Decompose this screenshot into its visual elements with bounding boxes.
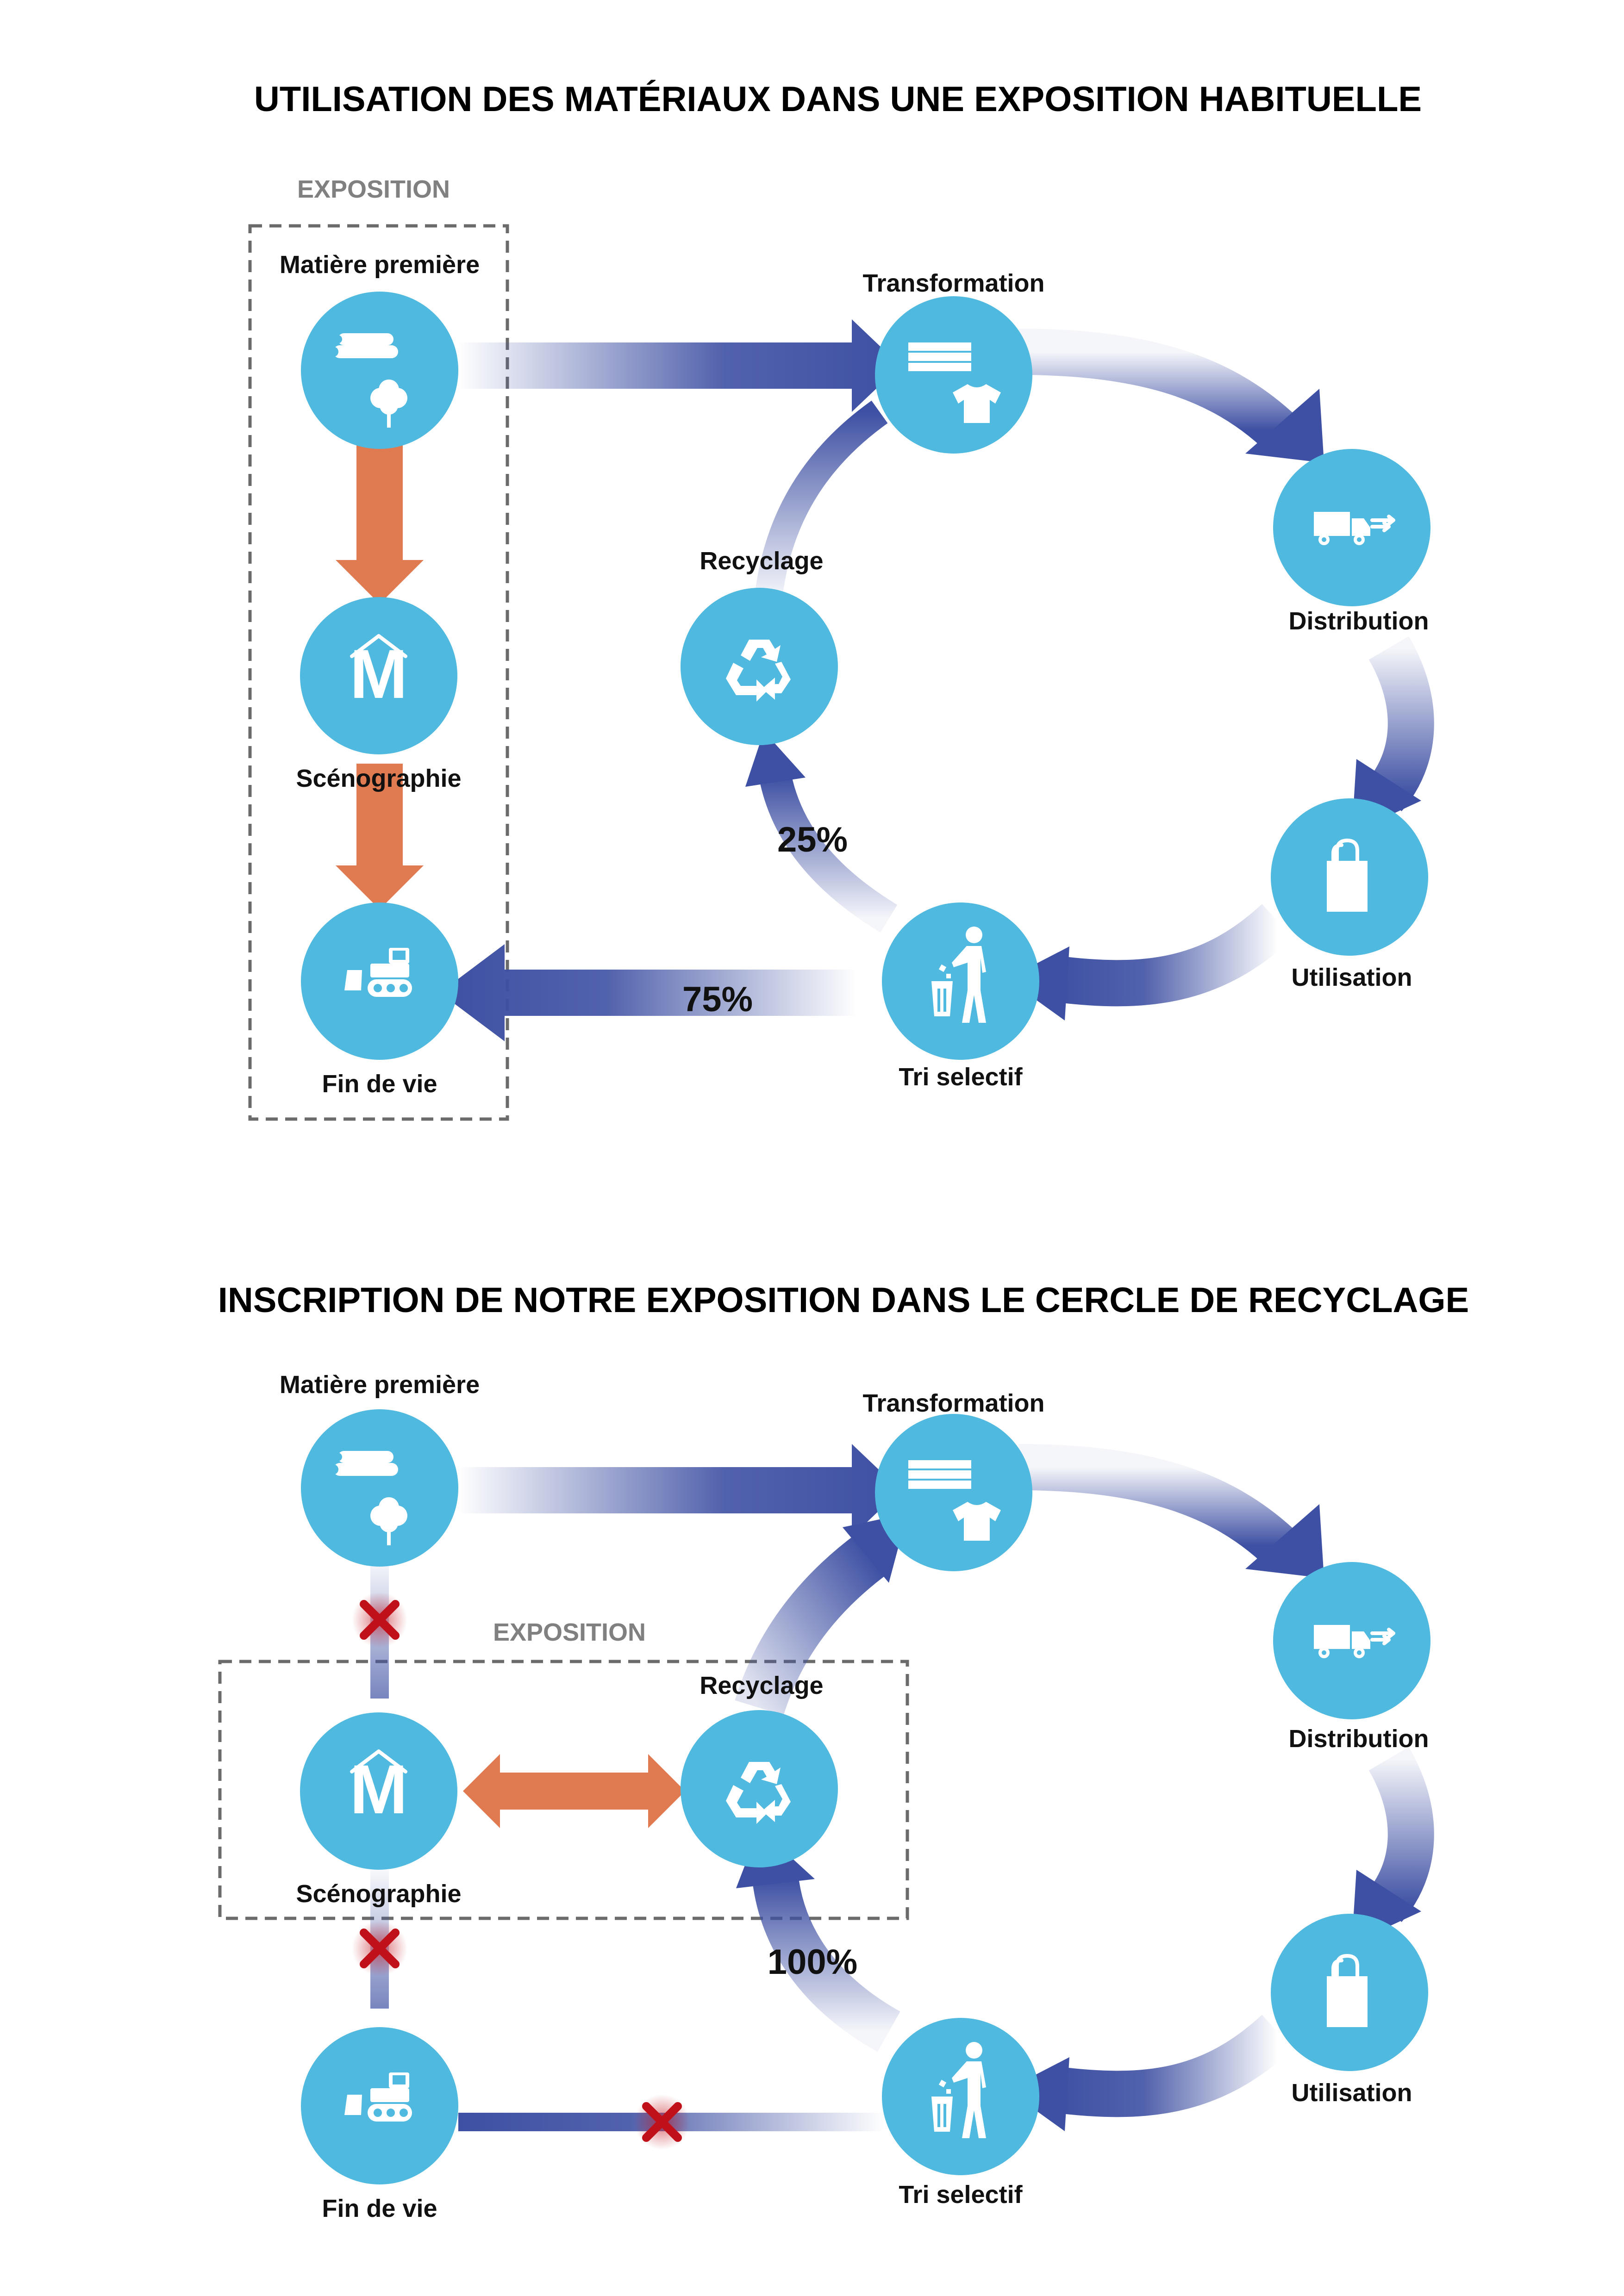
bottom-label-distribution: Distribution [1289,1725,1429,1753]
blocked-cross-2 [352,1921,407,1976]
arrow-scenographie-to-fin-de-vie [336,764,424,909]
bottom-node-distribution: Distribution [1273,1562,1430,1753]
top-node-transformation: Transformation [862,269,1045,454]
arrow-distribution-to-utilisation [1366,636,1434,811]
top-title: UTILISATION DES MATÉRIAUX DANS UNE EXPOS… [254,80,1422,119]
top-exposition-label: EXPOSITION [297,175,450,203]
bottom-exposition-frame [218,1660,909,1920]
arrow-scenographie-recyclage [463,1754,685,1828]
node-circle [681,1710,838,1867]
bottom-title: INSCRIPTION DE NOTRE EXPOSITION DANS LE … [218,1281,1469,1320]
arrow-recyclage-to-transformation [755,400,888,599]
bottom-node-matiere: Matière première [280,1371,480,1567]
bottom-flow-arrows [370,1444,1434,2131]
bottom-label-matiere: Matière première [280,1371,480,1399]
top-label-recyclage: Recyclage [700,547,823,575]
top-node-utilisation: Utilisation [1271,798,1428,991]
arrow-utilisation-to-tri [1052,2015,1294,2117]
top-pct-recyclage: 25% [777,820,848,859]
m-house-icon [350,1750,408,1828]
top-label-utilisation: Utilisation [1291,964,1412,991]
node-circle [875,1414,1032,1571]
m-house-icon [350,635,408,713]
top-node-fin-de-vie: Fin de vie [301,902,458,1098]
top-label-transformation: Transformation [862,269,1044,297]
top-label-distribution: Distribution [1289,607,1429,635]
arrow-distribution-to-utilisation [1366,1747,1434,1922]
logs-icon [328,1451,398,1476]
bottom-label-fin-de-vie: Fin de vie [322,2195,437,2222]
bottom-diagram: INSCRIPTION DE NOTRE EXPOSITION DANS LE … [218,1281,1469,2222]
top-label-fin-de-vie: Fin de vie [322,1070,437,1098]
node-circle [681,588,838,745]
bottom-node-utilisation: Utilisation [1271,1914,1428,2107]
arrow-utilisation-to-tri [1052,904,1294,1007]
bottom-node-recyclage: Recyclage [681,1672,838,1867]
arrow-tri-to-recyclage [759,774,898,933]
top-label-tri: Tri selectif [899,1063,1023,1091]
top-node-matiere: Matière première [280,251,480,449]
top-node-distribution: Distribution [1273,449,1430,635]
node-circle [882,902,1039,1060]
blocked-cross-3 [634,2094,690,2150]
node-circle [882,2018,1039,2175]
top-node-recyclage: Recyclage [681,547,838,745]
arrow-tri-to-recyclage [752,1876,900,2052]
top-flow-arrows [336,319,1434,1041]
arrow-matiere-to-transformation [458,1444,900,1537]
arrow-transformation-to-distribution [1018,1444,1293,1563]
arrow-transformation-to-distribution-head [1245,389,1324,463]
blocked-cross-1 [352,1592,407,1648]
logs-icon [328,333,398,358]
arrow-tri-to-recyclage-head [745,731,806,787]
top-exposition-frame [248,224,509,1121]
arrow-recyclage-to-transformation [735,1535,886,1716]
bottom-exposition-label: EXPOSITION [493,1618,646,1646]
node-circle [301,1409,458,1567]
top-diagram: UTILISATION DES MATÉRIAUX DANS UNE EXPOS… [248,80,1434,1121]
bottom-label-transformation: Transformation [862,1389,1044,1417]
arrow-transformation-to-distribution [1018,329,1293,448]
top-label-matiere: Matière première [280,251,480,279]
bottom-node-tri: Tri selectif [882,2018,1039,2209]
bottom-label-recyclage: Recyclage [700,1672,823,1699]
top-pct-fin-de-vie: 75% [682,980,753,1019]
bottom-label-utilisation: Utilisation [1291,2079,1412,2107]
top-node-tri: Tri selectif [882,902,1039,1091]
arrow-matiere-to-scenographie [336,444,424,604]
arrow-matiere-to-transformation [458,319,900,412]
planks-icon [908,1460,971,1489]
bottom-label-scenographie: Scénographie [296,1880,461,1908]
planks-icon [908,342,971,371]
bottom-node-fin-de-vie: Fin de vie [301,2027,458,2222]
bottom-pct-recyclage: 100% [768,1942,857,1982]
arrow-tri-to-fin-de-vie [440,944,856,1041]
node-circle [875,296,1032,454]
bottom-label-tri: Tri selectif [899,2181,1023,2209]
top-label-scenographie: Scénographie [296,765,461,792]
bottom-node-scenographie: Scénographie [296,1712,462,1908]
top-node-scenographie: Scénographie [296,597,462,792]
arrow-transformation-to-distribution-head [1245,1504,1324,1578]
node-circle [301,292,458,449]
bottom-node-transformation: Transformation [862,1389,1045,1571]
